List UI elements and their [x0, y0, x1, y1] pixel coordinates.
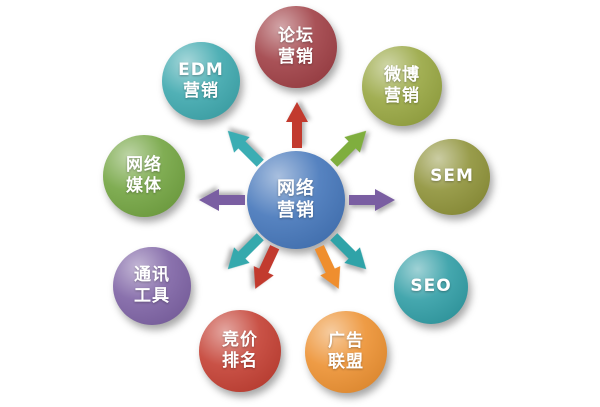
block-arrow-icon	[349, 189, 395, 211]
node-seo-label: SEO	[410, 276, 452, 297]
node-edm-marketing: EDM 营销	[162, 42, 240, 120]
node-bid-ranking-label: 竞价 排名	[222, 329, 258, 371]
node-ad-alliance: 广告 联盟	[305, 311, 387, 393]
arrow-down-left-to-communication-tools	[219, 228, 270, 279]
block-arrow-icon	[330, 130, 367, 167]
block-arrow-icon	[199, 189, 245, 211]
node-communication-tools: 通讯 工具	[113, 247, 191, 325]
center-node-label: 网络 营销	[277, 177, 315, 222]
arrow-down-to-ad-alliance	[307, 242, 350, 295]
node-ad-alliance-label: 广告 联盟	[328, 330, 364, 372]
arrow-left-to-network-media	[199, 187, 245, 213]
block-arrow-icon	[330, 233, 367, 270]
node-network-media: 网络 媒体	[103, 135, 185, 217]
arrow-up-right-to-weibo	[325, 122, 376, 173]
node-weibo-marketing: 微博 营销	[362, 46, 442, 126]
block-arrow-icon	[253, 245, 280, 289]
node-edm-marketing-label: EDM 营销	[178, 59, 224, 101]
block-arrow-icon	[286, 102, 308, 148]
node-seo: SEO	[394, 250, 468, 324]
arrow-down-left-to-bid-ranking	[243, 242, 286, 295]
node-sem: SEM	[414, 139, 490, 215]
block-arrow-icon	[227, 130, 264, 167]
block-arrow-icon	[227, 233, 264, 270]
arrow-up-to-forum	[284, 102, 310, 148]
block-arrow-icon	[314, 245, 341, 289]
node-forum-marketing-label: 论坛 营销	[278, 25, 314, 67]
arrow-up-left-to-edm	[219, 122, 270, 173]
node-network-media-label: 网络 媒体	[126, 154, 162, 196]
node-communication-tools-label: 通讯 工具	[134, 264, 170, 306]
node-weibo-marketing-label: 微博 营销	[384, 64, 420, 106]
center-node-network-marketing: 网络 营销	[247, 151, 345, 249]
arrow-right-to-sem	[349, 187, 395, 213]
node-forum-marketing: 论坛 营销	[255, 6, 337, 88]
node-bid-ranking: 竞价 排名	[199, 310, 281, 392]
arrow-down-right-to-seo	[325, 228, 376, 279]
node-sem-label: SEM	[430, 166, 474, 187]
